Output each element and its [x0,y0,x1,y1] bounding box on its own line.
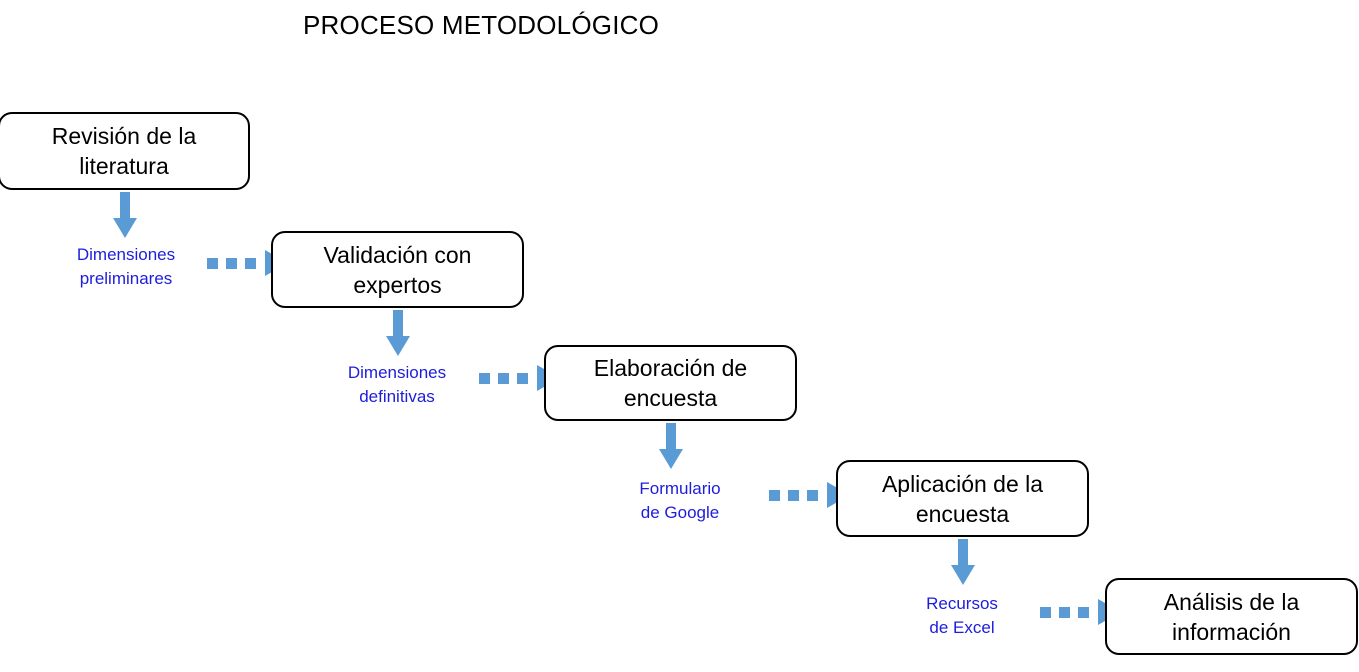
arrow-dot [1078,606,1089,618]
arrow-head [113,218,137,238]
arrow-dot [498,372,509,384]
process-box-label: Análisis de la información [1163,588,1300,645]
connector-label-formulario-google: Formulario de Google [639,479,721,522]
arrow-head [386,336,410,356]
arrow-head [951,565,975,585]
arrow-dot [807,489,818,501]
arrow-head [659,449,683,469]
connector-label-dimensiones-definitivas: Dimensiones definitivas [347,363,447,406]
process-box-label: Validación con expertos [323,241,472,298]
down-arrow-icon-4 [951,539,975,585]
arrow-dot [1040,606,1051,618]
arrow-dot [769,489,780,501]
process-box-validacion-expertos[interactable]: Validación con expertos [271,231,524,308]
down-arrow-icon-2 [386,310,410,356]
arrow-dot [226,257,237,269]
process-box-label: Elaboración de encuesta [593,355,748,411]
arrow-dot [245,257,256,269]
down-arrow-icon-3 [659,423,683,469]
down-arrow-icon-1 [113,192,137,238]
arrow-dot [788,489,799,501]
process-box-label: Aplicación de la encuesta [881,470,1044,527]
process-box-elaboracion-encuesta[interactable]: Elaboración de encuesta [544,345,797,421]
arrow-shaft [666,423,676,450]
process-box-revision-literatura[interactable]: Revisión de la literatura [0,112,250,190]
connector-label-dimensiones-preliminares: Dimensiones preliminares [76,245,176,288]
connector-label-recursos-excel: Recursos de Excel [926,594,998,637]
arrow-shaft [120,192,130,219]
process-box-label: Revisión de la literatura [51,123,197,179]
page-title: PROCESO METODOLÓGICO [303,10,660,40]
arrow-shaft [958,539,968,566]
arrow-dot [517,372,528,384]
process-box-analisis-informacion[interactable]: Análisis de la información [1105,578,1358,655]
process-box-aplicacion-encuesta[interactable]: Aplicación de la encuesta [836,460,1089,537]
arrow-dot [1059,606,1070,618]
arrow-dot [479,372,490,384]
arrow-dot [207,257,218,269]
arrow-shaft [393,310,403,337]
